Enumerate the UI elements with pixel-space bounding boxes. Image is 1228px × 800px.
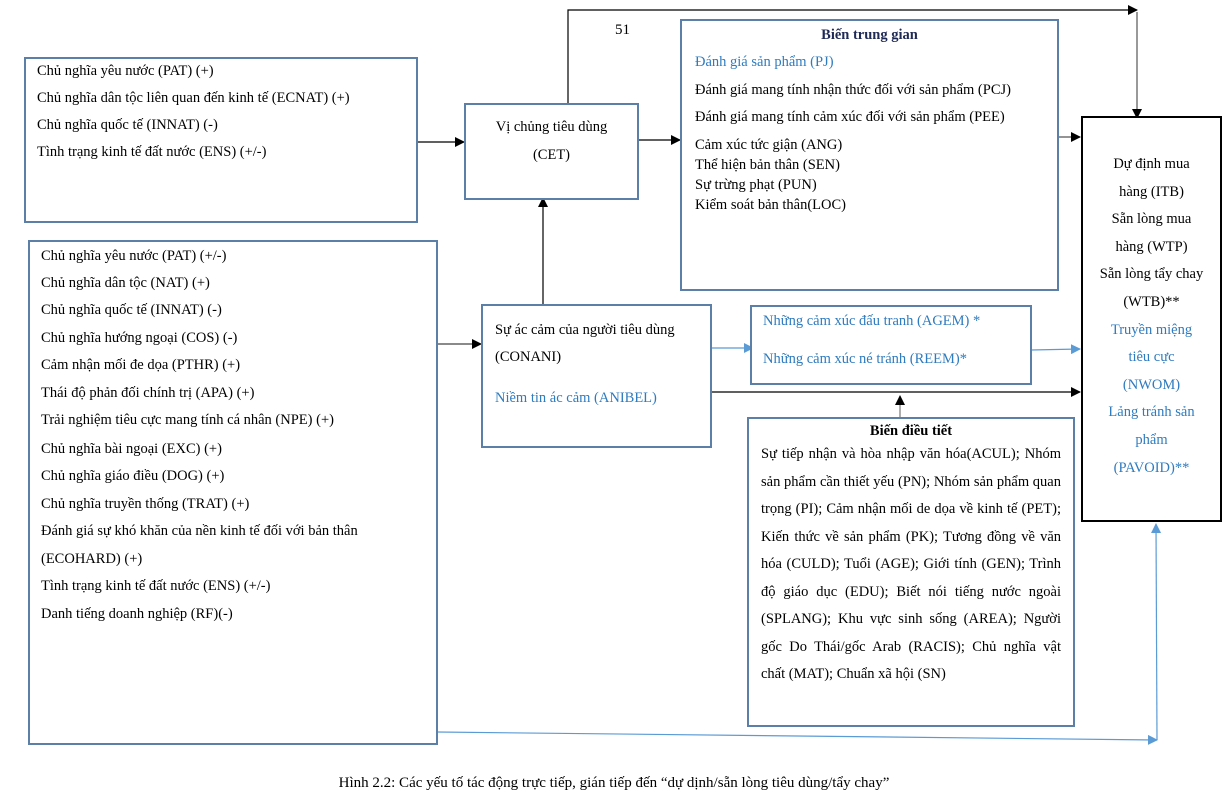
mediators-title: Biến trung gian [821, 27, 918, 43]
arrow-bottom-up-to-outcomes [1151, 523, 1162, 741]
antecedent-item: Chủ nghĩa yêu nước (PAT) (+/-) [41, 248, 227, 264]
arrow-emotions-to-outcomes [1030, 344, 1081, 355]
outcome-line: (PAVOID)** [1113, 459, 1190, 476]
antecedent-item: Chủ nghĩa dân tộc liên quan đến kinh tế … [37, 90, 350, 106]
moderators-body: Sự tiếp nhận và hòa nhập văn hóa(ACUL); … [761, 446, 1061, 682]
antecedent-item: Tình trạng kinh tế đất nước (ENS) (+/-) [41, 578, 271, 594]
outcome-line: hàng (WTP) [1115, 238, 1188, 255]
conani-abbrev: (CONANI) [495, 349, 562, 365]
outcome-line: Lảng tránh sản [1108, 404, 1195, 421]
box-moderators: Biến điều tiết Sự tiếp nhận và hòa nhập … [747, 417, 1075, 727]
box-cet-antecedents: Chủ nghĩa yêu nước (PAT) (+) Chủ nghĩa d… [24, 57, 418, 223]
outcome-line: hàng (ITB) [1119, 183, 1184, 200]
antecedent-item: Chủ nghĩa hướng ngoại (COS) (-) [41, 330, 238, 346]
antecedent-item: Đánh giá sự khó khăn của nền kinh tế đối… [41, 523, 358, 539]
antecedent-item: Chủ nghĩa truyền thống (TRAT) (+) [41, 496, 250, 512]
outcome-line: phẩm [1135, 431, 1168, 448]
arrow-cet-to-outcomes-top [567, 5, 1138, 103]
outcome-line: tiêu cực [1128, 349, 1175, 366]
outcome-line: Sẵn lòng tẩy chay [1099, 266, 1204, 283]
antecedent-item: Danh tiếng doanh nghiệp (RF)(-) [41, 606, 233, 622]
outcome-line: Dự định mua [1113, 156, 1190, 172]
box-conani: Sự ác cảm của người tiêu dùng (CONANI) N… [481, 304, 712, 448]
conani-label: Sự ác cảm của người tiêu dùng [495, 322, 675, 338]
arrow-antecedents-to-outcomes-bottom [436, 731, 1158, 745]
emotion-item: Những cảm xúc né tránh (REEM)* [763, 351, 967, 367]
outcome-line: Truyền miệng [1110, 321, 1193, 338]
mediator-item: Sự trừng phạt (PUN) [695, 177, 817, 193]
figure-caption: Hình 2.2: Các yếu tố tác động trực tiếp,… [338, 775, 890, 791]
mediator-item: Thể hiện bản thân (SEN) [695, 157, 840, 173]
cet-abbrev: (CET) [532, 147, 571, 163]
antecedent-item: Chủ nghĩa bài ngoại (EXC) (+) [41, 441, 222, 457]
mediator-item: Đánh giá mang tính cảm xúc đối với sản p… [695, 109, 1005, 125]
antecedent-item: Chủ nghĩa dân tộc (NAT) (+) [41, 275, 210, 291]
antecedent-item: Chủ nghĩa quốc tế (INNAT) (-) [37, 117, 218, 133]
antecedent-item: Thái độ phản đối chính trị (APA) (+) [41, 385, 255, 401]
outcome-line: (WTB)** [1123, 293, 1180, 310]
antecedent-item: Tình trạng kinh tế đất nước (ENS) (+/-) [37, 144, 267, 160]
mediator-item: Đánh giá sản phẩm (PJ) [695, 54, 834, 70]
page-number: 51 [615, 22, 630, 38]
mediator-item: Kiểm soát bản thân(LOC) [695, 197, 847, 213]
cet-label: Vị chủng tiêu dùng [495, 119, 608, 135]
outcome-line: (NWOM) [1122, 376, 1181, 393]
antecedent-item: Trải nghiệm tiêu cực mang tính cá nhân (… [41, 412, 334, 428]
moderators-title: Biến điều tiết [869, 423, 953, 439]
box-outcomes: Dự định mua hàng (ITB) Sẵn lòng mua hàng… [1081, 116, 1222, 522]
antecedent-item: Chủ nghĩa yêu nước (PAT) (+) [37, 63, 214, 79]
box-conani-antecedents: Chủ nghĩa yêu nước (PAT) (+/-) Chủ nghĩa… [28, 240, 438, 745]
box-mediators: Biến trung gian Đánh giá sản phẩm (PJ) Đ… [680, 19, 1059, 291]
antecedent-item: Cảm nhận mối đe dọa (PTHR) (+) [41, 357, 241, 373]
anibel-label: Niềm tin ác cảm (ANIBEL) [495, 390, 657, 406]
emotion-item: Những cảm xúc đấu tranh (AGEM) * [763, 313, 981, 329]
antecedent-item: (ECOHARD) (+) [41, 551, 143, 567]
box-emotions: Những cảm xúc đấu tranh (AGEM) * Những c… [750, 305, 1032, 385]
mediator-item: Đánh giá mang tính nhận thức đối với sản… [695, 82, 1011, 98]
antecedent-item: Chủ nghĩa giáo điều (DOG) (+) [41, 468, 225, 484]
outcomes-list: Dự định mua hàng (ITB) Sẵn lòng mua hàng… [1083, 151, 1220, 482]
box-cet: Vị chủng tiêu dùng (CET) [464, 103, 639, 200]
mediator-item: Cảm xúc tức giận (ANG) [695, 137, 843, 153]
antecedent-item: Chủ nghĩa quốc tế (INNAT) (-) [41, 302, 222, 318]
outcome-line: Sẵn lòng mua [1111, 211, 1192, 228]
